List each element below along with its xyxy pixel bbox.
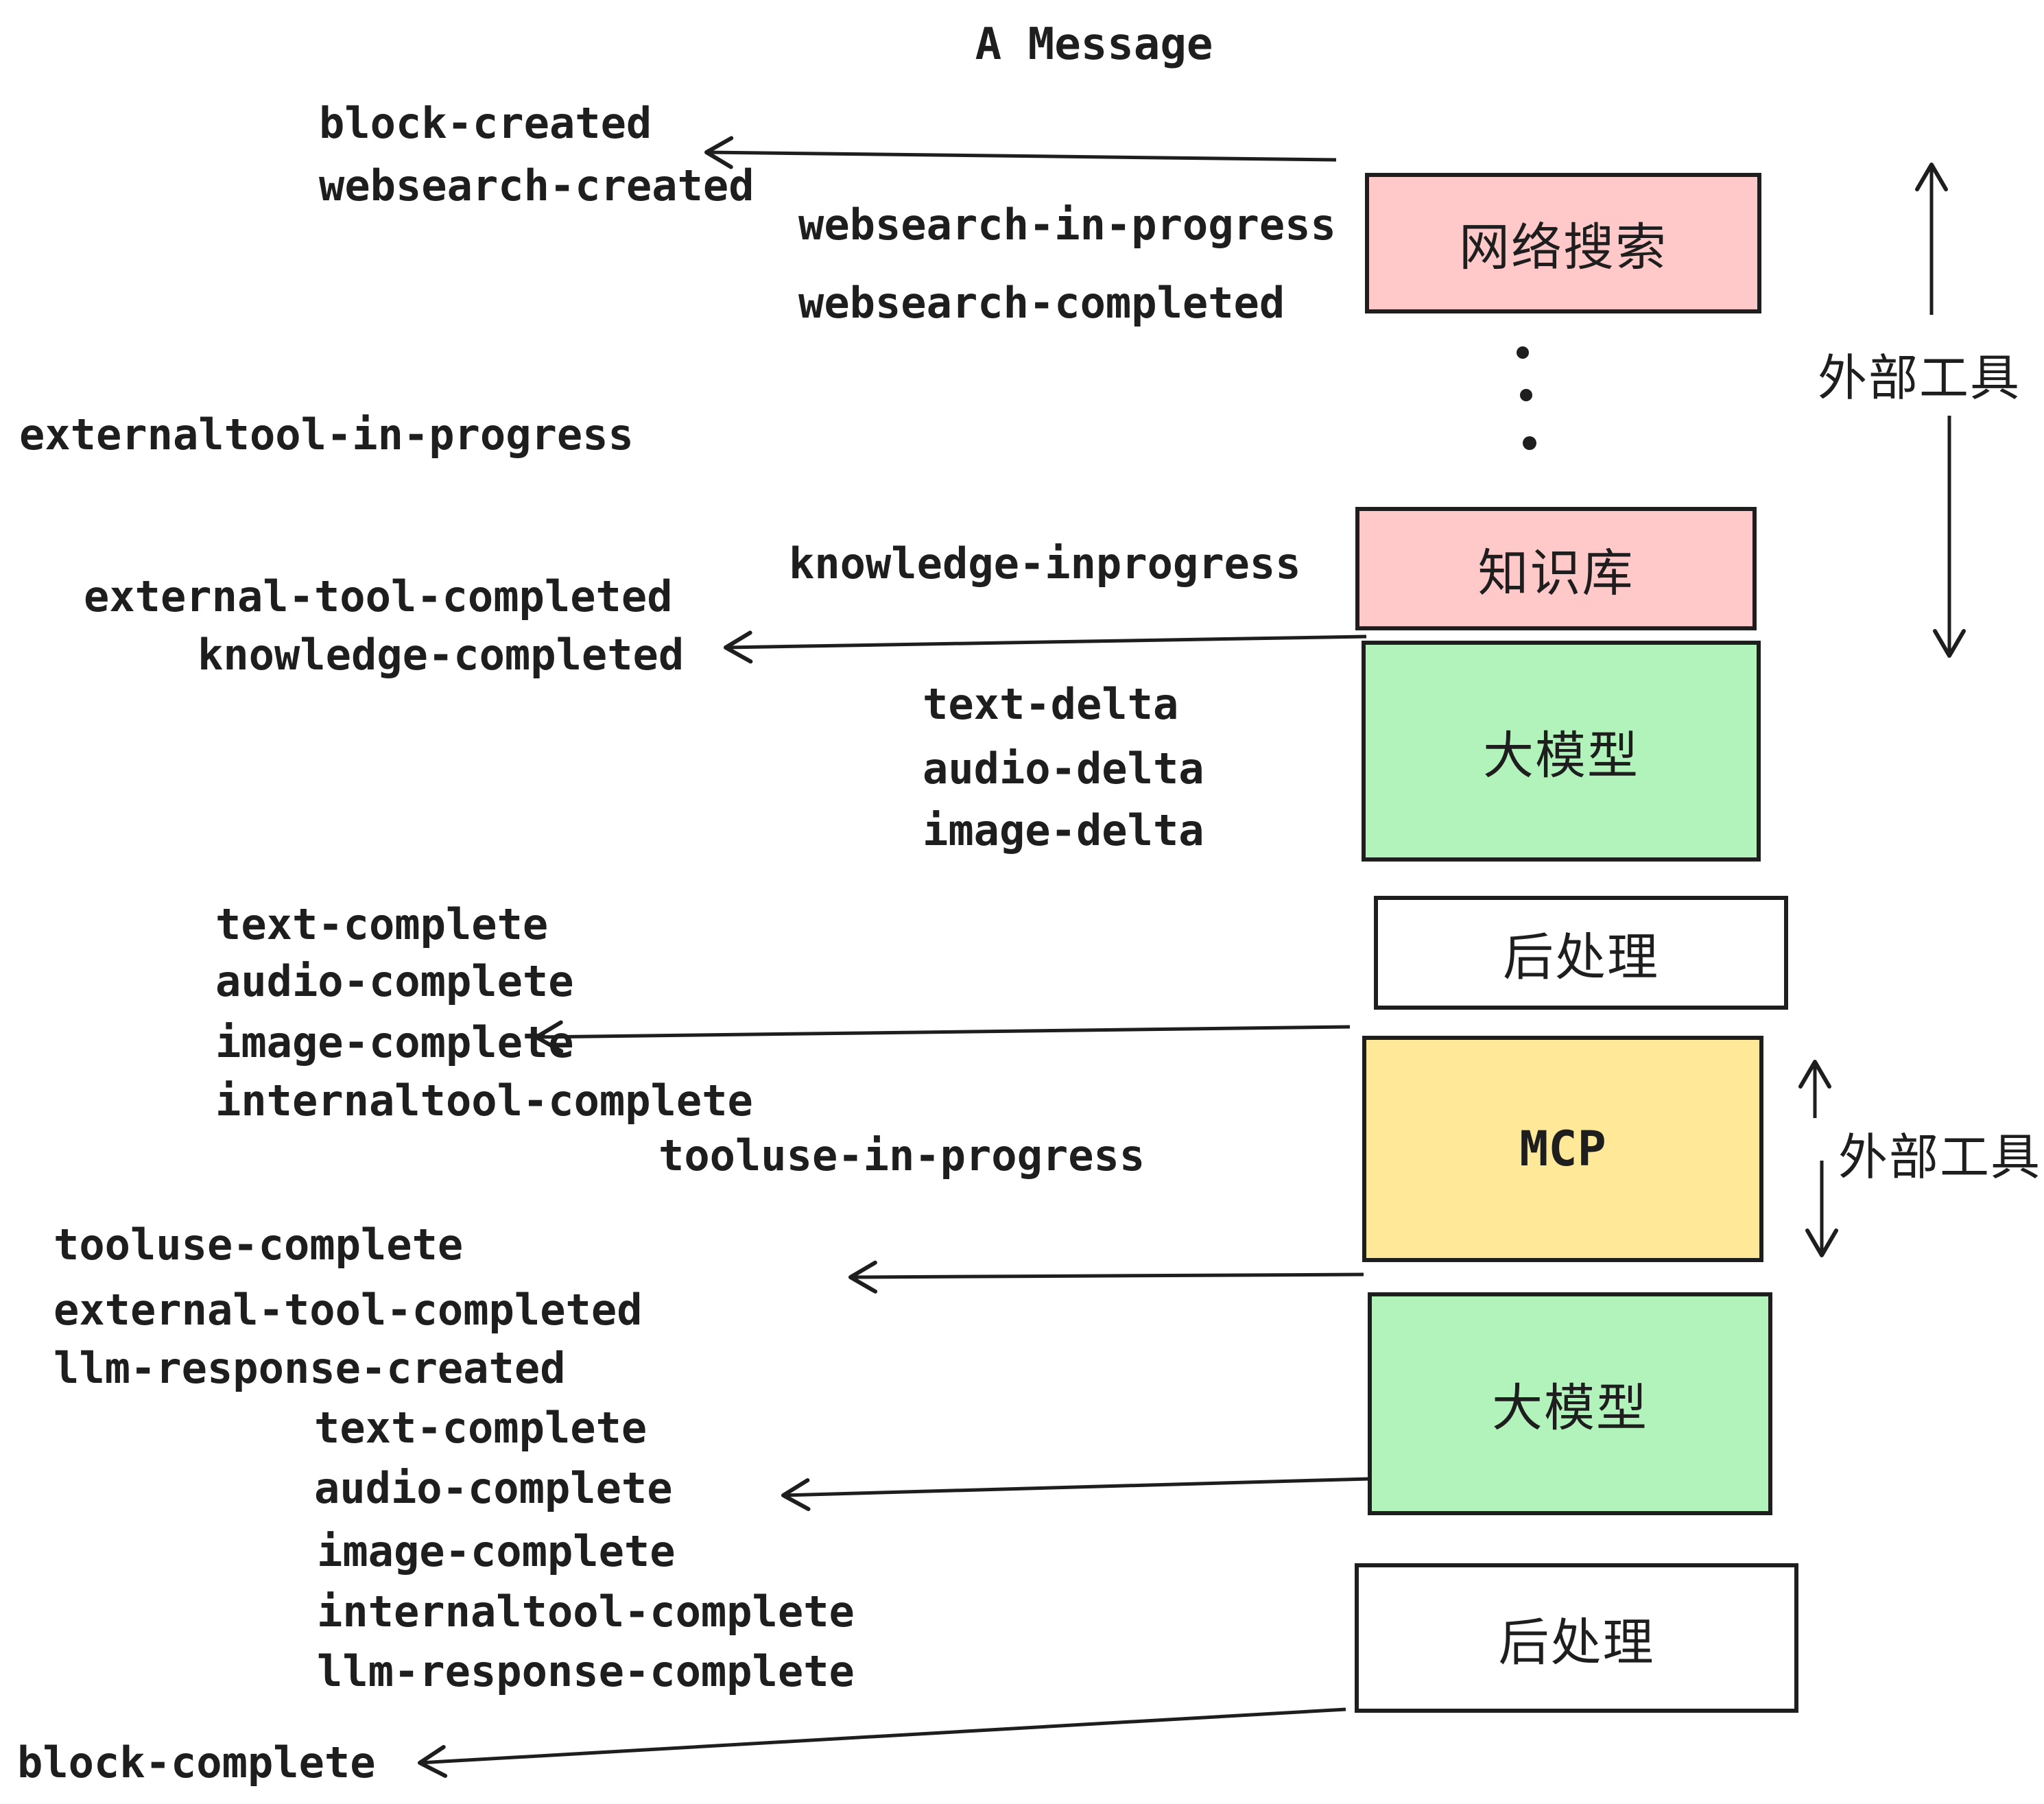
box-postprocess-1-label: 后处理 <box>1503 928 1659 986</box>
event-label-block-complete: block-complete <box>17 1737 376 1788</box>
box-llm-1-label: 大模型 <box>1483 726 1639 784</box>
box-postprocess-2: 后处理 <box>1355 1563 1798 1713</box>
box-websearch-label: 网络搜索 <box>1459 219 1667 276</box>
event-label-text-complete: text-complete <box>215 899 549 949</box>
event-label-websearch-created: websearch-created <box>319 161 754 211</box>
event-label-llm-response-created: llm-response-created <box>54 1343 566 1393</box>
box-websearch: 网络搜索 <box>1365 173 1761 313</box>
box-llm-2-label: 大模型 <box>1492 1379 1648 1436</box>
box-postprocess-2-label: 后处理 <box>1498 1613 1655 1671</box>
event-label-image-complete-2: image-complete <box>317 1526 676 1576</box>
event-label-internaltool-complete: internaltool-complete <box>215 1076 753 1126</box>
ellipsis-dot-1 <box>1517 346 1529 359</box>
arrow-to-tooluse-complete <box>848 1260 1364 1294</box>
arrow-to-block-created <box>704 136 1337 169</box>
external-tools-label-mid: 外部工具 <box>1838 1130 2042 1185</box>
box-llm-1: 大模型 <box>1362 641 1761 862</box>
event-label-block-created: block-created <box>319 98 652 148</box>
event-label-websearch-completed: websearch-completed <box>798 278 1285 328</box>
box-knowledge-label: 知识库 <box>1477 544 1635 602</box>
arrow-to-block-complete <box>418 1707 1346 1778</box>
event-label-audio-complete-2: audio-complete <box>314 1463 673 1513</box>
event-label-internaltool-complete-2: internaltool-complete <box>317 1587 855 1637</box>
arrow-to-audio-complete <box>781 1477 1370 1511</box>
box-llm-2: 大模型 <box>1368 1292 1772 1515</box>
event-label-audio-complete: audio-complete <box>215 956 574 1006</box>
event-label-text-delta: text-delta <box>923 679 1179 729</box>
arrow-to-knowledge-completed <box>724 630 1367 664</box>
ellipsis-dot-3 <box>1523 436 1536 450</box>
event-label-tooluse-complete: tooluse-complete <box>54 1220 464 1270</box>
box-postprocess-1: 后处理 <box>1374 896 1788 1010</box>
event-label-websearch-in-progress: websearch-in-progress <box>798 200 1336 250</box>
ellipsis-dots <box>1517 346 1536 450</box>
event-label-tooluse-in-progress: tooluse-in-progress <box>658 1130 1145 1180</box>
event-label-llm-response-complete: llm-response-complete <box>317 1646 855 1696</box>
ellipsis-dot-2 <box>1520 389 1532 401</box>
arrow-to-image-complete <box>534 1020 1351 1054</box>
diagram-title: A Message <box>975 19 1213 70</box>
event-label-externaltool-in-progress: externaltool-in-progress <box>19 410 634 460</box>
external-tools-label-top: 外部工具 <box>1818 351 2021 406</box>
box-knowledge: 知识库 <box>1355 507 1757 630</box>
event-label-external-tool-completed: external-tool-completed <box>84 571 673 621</box>
box-mcp-label: MCP <box>1519 1121 1606 1177</box>
event-label-audio-delta: audio-delta <box>923 744 1204 794</box>
event-label-knowledge-inprogress: knowledge-inprogress <box>789 538 1301 589</box>
event-label-image-complete: image-complete <box>215 1017 574 1067</box>
event-label-image-delta: image-delta <box>923 805 1204 855</box>
event-label-external-tool-completed-2: external-tool-completed <box>54 1285 643 1335</box>
event-label-text-complete-2: text-complete <box>314 1403 647 1453</box>
box-mcp: MCP <box>1362 1036 1763 1262</box>
event-label-knowledge-completed: knowledge-completed <box>198 630 685 680</box>
